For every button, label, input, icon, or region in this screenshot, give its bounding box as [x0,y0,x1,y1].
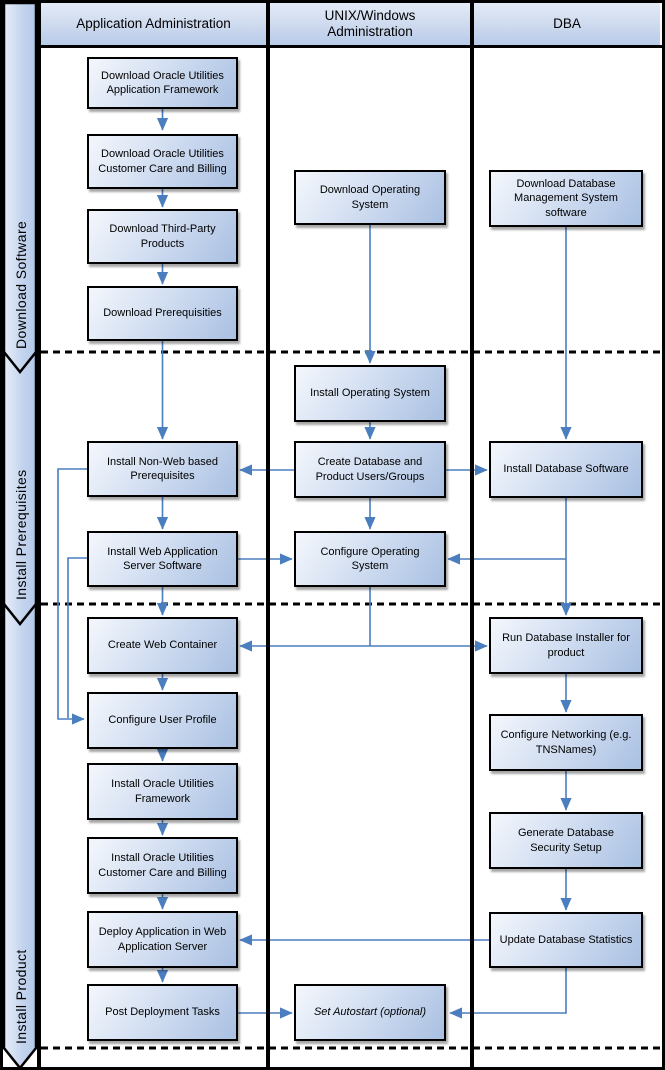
node-install-non-web-prereqs: Install Non-Web based Prerequisites [87,441,238,497]
header-underline [37,45,662,48]
node-update-db-statistics: Update Database Statistics [489,912,643,968]
ribbon-chevron-2 [3,603,37,627]
ribbon-chevron-1 [3,351,37,375]
lane-header-label: DBA [553,16,581,32]
node-configure-os: Configure Operating System [294,531,446,587]
lane-header-app-admin: Application Administration [41,3,266,45]
lane-header-label: UNIX/Windows Administration [324,8,416,39]
lane-divider-left [37,3,41,1067]
node-configure-user-profile: Configure User Profile [87,692,238,749]
node-download-ouaf: Download Oracle Utilities Application Fr… [87,57,238,109]
node-deploy-app-web-server: Deploy Application in Web Application Se… [87,911,238,968]
lane-header-dba: DBA [474,3,660,45]
edge-statistics-autostart [449,968,567,1019]
node-create-web-container: Create Web Container [87,617,238,674]
node-download-os: Download Operating System [294,170,446,225]
node-configure-networking: Configure Networking (e.g. TNSNames) [489,714,643,771]
lane-header-unix-win: UNIX/Windows Administration [270,3,470,45]
node-post-deployment-tasks: Post Deployment Tasks [87,984,238,1041]
node-install-web-app-server: Install Web Application Server Software [87,531,238,587]
lane-divider-2 [470,3,474,1067]
edge-nonweb-userprofile [57,468,87,725]
node-download-dbms: Download Database Management System soft… [489,170,643,227]
node-set-autostart: Set Autostart (optional) [294,984,446,1041]
node-download-ccb: Download Oracle Utilities Customer Care … [87,134,238,189]
node-install-os: Install Operating System [294,365,446,422]
edge-webappserver-userprofile [67,557,87,718]
phase-label-download-software: Download Software [13,220,29,349]
lane-divider-1 [266,3,270,1067]
phase-ribbon [2,1,38,1070]
node-install-ou-ccb: Install Oracle Utilities Customer Care a… [87,837,238,894]
node-download-prereqs: Download Prerequisities [87,286,238,341]
lane-header-label: Application Administration [76,16,231,32]
node-download-third-party: Download Third-Party Products [87,209,238,264]
node-install-ou-framework: Install Oracle Utilities Framework [87,763,238,820]
node-create-db-users-groups: Create Database and Product Users/Groups [294,441,446,498]
phase-label-install-product: Install Product [13,949,29,1044]
node-install-db-software: Install Database Software [489,441,643,498]
node-generate-db-security: Generate Database Security Setup [489,812,643,869]
phase-label-install-prerequisites: Install Prerequisites [13,469,29,600]
node-run-db-installer: Run Database Installer for product [489,617,643,674]
